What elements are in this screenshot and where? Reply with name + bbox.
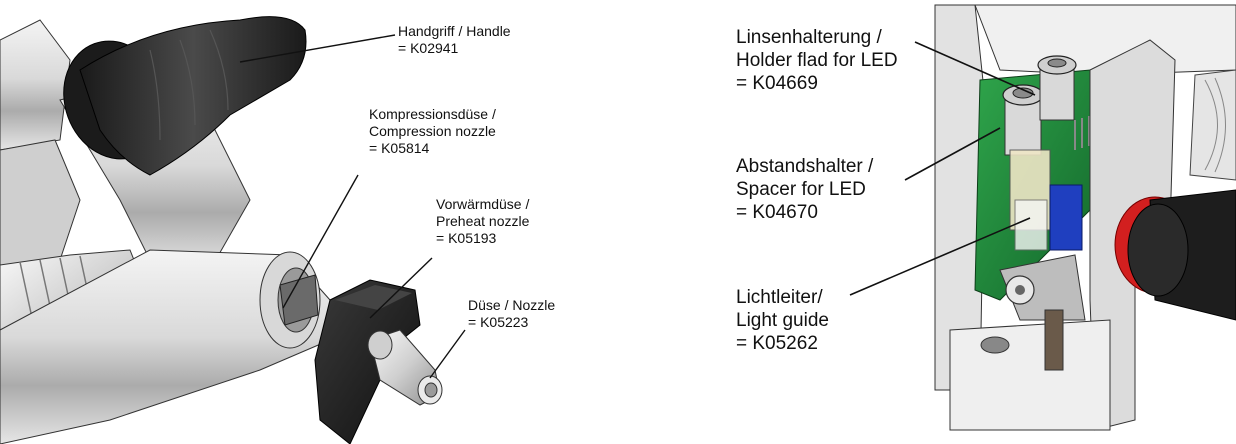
callout-light-guide-line1: Lichtleiter/ [736,287,823,308]
callout-lens-holder-line3: = K04669 [736,73,818,94]
callout-spacer-line2: Spacer for LED [736,179,866,200]
callout-nozzle-line1: Düse / Nozzle [468,297,556,313]
callout-compression-line1: Kompressionsdüse / [369,106,496,122]
callout-preheat-line2: Preheat nozzle [436,213,530,229]
callout-spacer: Abstandshalter / Spacer for LED = K04670 [736,155,873,224]
callout-lens-holder-line1: Linsenhalterung / [736,27,882,48]
callout-light-guide-line2: Light guide [736,310,829,331]
frame-base-plate [949,319,1111,431]
callout-spacer-line1: Abstandshalter / [736,156,874,177]
callout-handle: Handgriff / Handle = K02941 [398,23,511,57]
callout-preheat-nozzle: Vorwärmdüse / Preheat nozzle = K05193 [436,196,529,247]
led-module-illustration [934,4,1236,431]
callout-light-guide-line3: = K05262 [736,333,818,354]
leader-handle [239,34,396,63]
callout-nozzle-line2: = K05223 [468,314,529,330]
callout-handle-line1: Handgriff / Handle [398,23,511,39]
callout-handle-line2: = K02941 [398,40,459,56]
compression-nozzle-part [279,274,319,326]
leader-light-guide [849,217,1031,296]
leader-compression [282,174,359,309]
left-leader-lines [239,34,466,379]
leader-lens-holder [914,41,1036,96]
callout-preheat-line3: = K05193 [436,230,497,246]
tool-rear-housing [0,19,71,151]
coil-part [1189,69,1236,181]
callout-light-guide: Lichtleiter/ Light guide = K05262 [736,286,829,355]
tool-rear-ring [0,139,81,271]
callout-nozzle: Düse / Nozzle = K05223 [468,297,555,331]
callout-preheat-line1: Vorwärmdüse / [436,196,530,212]
callout-spacer-line3: = K04670 [736,202,818,223]
callout-compression-line2: Compression nozzle [369,123,496,139]
leader-spacer [904,127,1001,181]
callout-compression-line3: = K05814 [369,140,430,156]
callout-compression-nozzle: Kompressionsdüse / Compression nozzle = … [369,106,496,157]
leader-nozzle [429,329,466,379]
leader-preheat [369,257,433,319]
right-leader-lines [849,41,1036,296]
blue-component [1049,184,1083,251]
callout-lens-holder-line2: Holder flad for LED [736,50,898,71]
welding-tool-illustration [0,16,443,444]
callout-lens-holder: Linsenhalterung / Holder flad for LED = … [736,26,898,95]
light-guide-part [1014,199,1048,251]
lens-holder-part [1002,55,1077,156]
